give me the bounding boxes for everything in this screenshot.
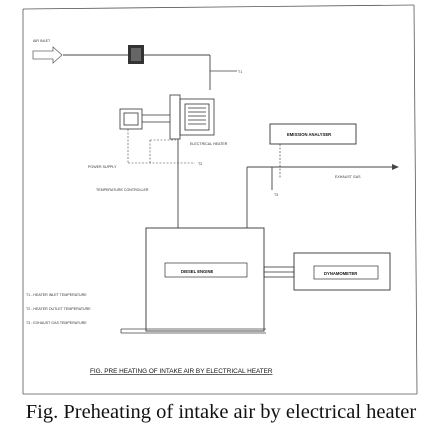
t3-label: T3 [274,193,278,197]
electrical-heater [119,94,215,140]
dynamometer-label-box [313,265,379,280]
coupling-shaft [263,266,295,278]
inner-figure-caption: FIG. PRE HEATING OF INTAKE AIR BY ELECTR… [90,368,273,375]
diesel-engine-box [145,227,265,332]
dynamometer-box [293,252,391,291]
control-wiring [127,129,195,164]
power-supply-label: POWER SUPPLY [88,165,117,169]
dynamometer-label: DYNAMOMETER [324,271,357,276]
diesel-engine-label: DIESEL ENGINE [181,269,213,274]
exhaust-gas-label: EXHAUST GAS [335,175,361,179]
legend-t2: T2 - HEATER OUTLET TEMPERATURE [26,307,91,311]
air-filter-texture [131,48,141,61]
engine-base [120,328,266,334]
legend-t1: T1 - HEATER INLET TEMPERATURE [26,293,87,297]
t2-label: T2 [198,162,202,166]
air-inlet-label: AIR INLET [33,39,51,43]
page-border [22,4,418,395]
legend-t3: T3 - EXHAUST GAS TEMPERATURE [26,321,87,325]
electrical-heater-label: ELECTRICAL HEATER [190,142,228,146]
figure-caption: Fig. Preheating of intake air by electri… [25,401,417,423]
emission-analyser-label: EMISSION ANALYSER [287,132,331,137]
t1-label: T1 [238,70,242,74]
air-inlet-arrow-icon [32,46,63,64]
exhaust-arrow-icon [392,164,399,170]
emission-analyser-box [269,123,357,145]
temperature-controller-label: TEMPERATURE CONTROLLER [96,188,149,192]
diesel-engine-label-box [164,262,248,278]
exhaust-line [246,166,396,228]
